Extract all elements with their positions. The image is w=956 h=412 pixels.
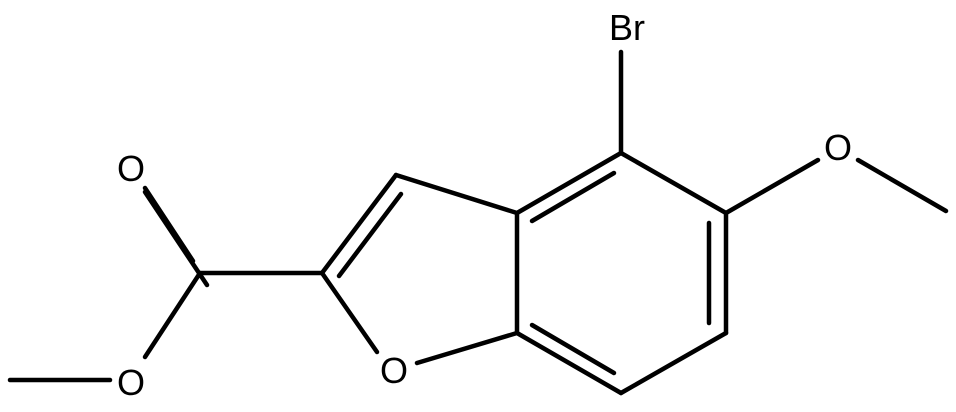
- bond-c3-c2: [319, 172, 399, 276]
- bond-c7-c7a: [514, 330, 624, 396]
- bond-c3a-c4-inner: [529, 170, 617, 224]
- furan-oxygen-atom-label: O: [380, 350, 408, 391]
- bond-c5-ome: [723, 157, 821, 216]
- bond-c4-c5: [618, 150, 729, 216]
- bromine-atom-label: Br: [609, 7, 645, 48]
- bond-c7-c7a-inner: [529, 322, 617, 376]
- bond-c6-c7: [618, 330, 729, 396]
- bond-c3-c2-inner: [336, 191, 404, 279]
- bond-c3a-c3: [393, 172, 520, 216]
- bond-o1-c7a: [414, 330, 520, 366]
- bond-ome-ch3: [855, 157, 949, 214]
- carbonyl-oxygen-atom-label: O: [117, 148, 145, 189]
- bond-c2-o1: [319, 270, 380, 355]
- bond-c3a-c4: [514, 150, 624, 216]
- methoxy-oxygen-atom-label: O: [824, 127, 852, 168]
- ester-oxygen-atom-label: O: [117, 362, 145, 403]
- bond-carbonyl-ester-o: [142, 270, 203, 360]
- bond-carbonyl-o-double-b: [142, 185, 196, 264]
